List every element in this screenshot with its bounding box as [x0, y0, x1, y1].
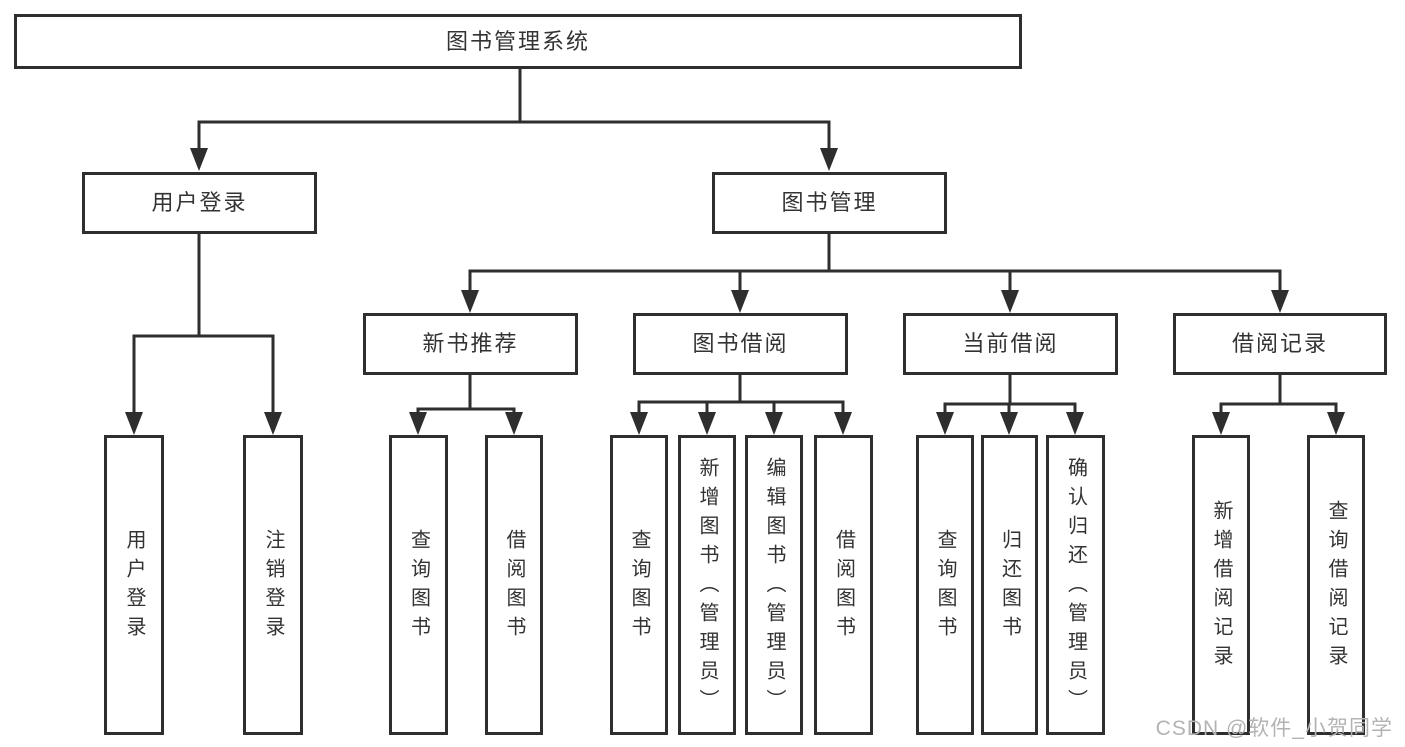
- node-book-management-branch: 图书管理: [712, 172, 947, 234]
- arrowhead: [264, 412, 282, 435]
- node-leaf-cb-confirm-return: 确认归还（管理员）: [1046, 435, 1105, 735]
- node-user-login-branch: 用户登录: [82, 172, 317, 234]
- arrowhead: [765, 412, 783, 435]
- arrowhead: [409, 412, 427, 435]
- arrowhead: [505, 412, 523, 435]
- node-current-borrow: 当前借阅: [903, 313, 1118, 375]
- connector-borrow-records-to-leaves: [1212, 375, 1345, 435]
- arrowhead: [1000, 412, 1018, 435]
- node-leaf-cb-return-books: 归还图书: [981, 435, 1038, 735]
- connector-book-management-to-level3: [461, 234, 1289, 313]
- node-leaf-bb-borrow-books: 借阅图书: [814, 435, 873, 735]
- node-leaf-bb-query-books: 查询图书: [610, 435, 668, 735]
- node-book-borrow: 图书借阅: [633, 313, 848, 375]
- connector-line: [132, 234, 275, 429]
- node-leaf-bb-add-books: 新增图书（管理员）: [678, 435, 736, 735]
- node-leaf-br-add-record: 新增借阅记录: [1192, 435, 1250, 735]
- arrowhead: [461, 290, 479, 313]
- arrowhead: [834, 412, 852, 435]
- connector-root-to-level2: [190, 69, 838, 171]
- connector-new-book-recommend-to-leaves: [409, 375, 523, 435]
- arrowhead: [731, 290, 749, 313]
- node-leaf-cb-query-books: 查询图书: [916, 435, 974, 735]
- arrowhead: [1327, 412, 1345, 435]
- connector-user-login-to-leaves: [125, 234, 282, 435]
- node-leaf-logout: 注销登录: [243, 435, 303, 735]
- node-leaf-nbr-query-books: 查询图书: [389, 435, 448, 735]
- connector-current-borrow-to-leaves: [936, 375, 1084, 435]
- arrowhead: [190, 148, 208, 171]
- arrowhead: [1001, 290, 1019, 313]
- arrowhead: [1212, 412, 1230, 435]
- node-leaf-nbr-borrow-books: 借阅图书: [485, 435, 543, 735]
- node-leaf-br-query-record: 查询借阅记录: [1307, 435, 1365, 735]
- connector-line: [468, 234, 1282, 307]
- connector-line: [1219, 375, 1338, 429]
- node-borrow-records: 借阅记录: [1173, 313, 1387, 375]
- arrowhead: [125, 412, 143, 435]
- node-leaf-user-login: 用户登录: [104, 435, 164, 735]
- connector-book-borrow-to-leaves: [630, 375, 852, 435]
- connector-line: [197, 69, 831, 165]
- arrowhead: [1271, 290, 1289, 313]
- watermark: CSDN @软件_小贺同学: [1155, 717, 1393, 740]
- arrowhead: [820, 148, 838, 171]
- connector-line: [416, 375, 516, 429]
- arrowhead: [698, 412, 716, 435]
- connector-line: [637, 375, 845, 429]
- arrowhead: [1066, 412, 1084, 435]
- node-leaf-bb-edit-books: 编辑图书（管理员）: [745, 435, 803, 735]
- node-root: 图书管理系统: [14, 14, 1022, 69]
- node-new-book-recommend: 新书推荐: [363, 313, 578, 375]
- arrowhead: [936, 412, 954, 435]
- arrowhead: [630, 412, 648, 435]
